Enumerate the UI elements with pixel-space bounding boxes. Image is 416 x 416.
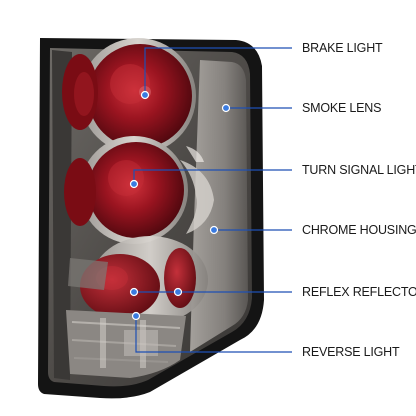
- brake-light-leader: [144, 47, 292, 95]
- turn-signal-dot: [129, 179, 139, 189]
- chrome-housing-label: CHROME HOUSING: [302, 223, 416, 237]
- brake-light-bulb: [88, 44, 192, 148]
- turn-signal-left-lens: [64, 158, 96, 226]
- chrome-housing-dot: [209, 225, 219, 235]
- left-dark-strip: [52, 50, 72, 380]
- reflex-reflectors-label: REFLEX REFLECTORS: [302, 285, 416, 299]
- reflex-reflector-dot-left: [129, 287, 139, 297]
- smoke-lens-dot: [221, 103, 231, 113]
- reverse-light-leader: [135, 316, 292, 353]
- reflex-reflector-right: [164, 248, 196, 308]
- brake-light-label: BRAKE LIGHT: [302, 41, 383, 55]
- brake-light-dot: [140, 90, 150, 100]
- callout-dots: [129, 90, 231, 321]
- reflex-reflector-dot-right: [173, 287, 183, 297]
- turn-signal-bulb: [88, 142, 184, 238]
- turn-signal-light-label: TURN SIGNAL LIGHT: [302, 163, 416, 177]
- turn-signal-leader: [133, 169, 292, 184]
- smoke-lens-label: SMOKE LENS: [302, 101, 382, 115]
- reverse-light-dot: [131, 311, 141, 321]
- reverse-light-label: REVERSE LIGHT: [302, 345, 400, 359]
- callout-leaders: [133, 47, 292, 353]
